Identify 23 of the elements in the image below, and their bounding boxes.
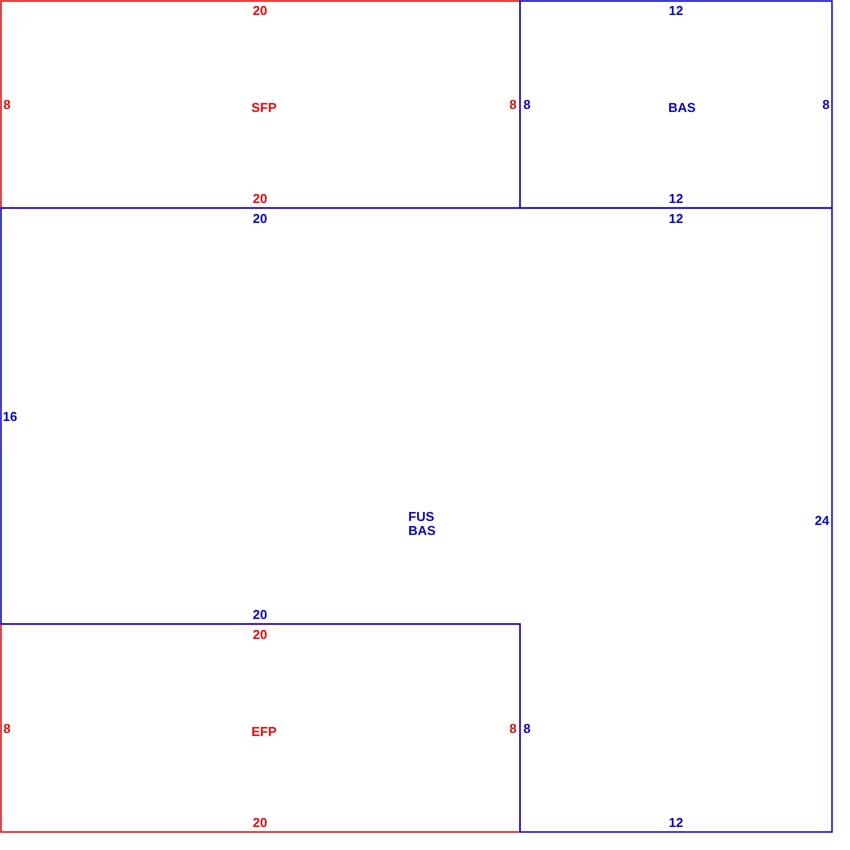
region-text: 20 <box>252 628 268 642</box>
region-text: 12 <box>668 212 684 226</box>
region-text: 20 <box>252 212 268 226</box>
region-text: 12 <box>668 816 684 830</box>
region-text: 8 <box>509 722 517 736</box>
region-text: BAS <box>668 101 696 115</box>
region-text: 20 <box>252 4 268 18</box>
region-text: SFP <box>251 101 277 115</box>
region-text: 8 <box>3 722 11 736</box>
region-text: 8 <box>509 98 517 112</box>
region-text: EFP <box>251 725 277 739</box>
region-text: 12 <box>668 192 684 206</box>
region-text: 16 <box>2 410 18 424</box>
region-text: 8 <box>3 98 11 112</box>
region-text: 8 <box>822 98 830 112</box>
region-text: 12 <box>668 4 684 18</box>
region-text: FUS BAS <box>408 510 436 538</box>
region-text: 20 <box>252 816 268 830</box>
region-text: 20 <box>252 608 268 622</box>
region-text: 8 <box>523 722 531 736</box>
region-text: 24 <box>814 514 830 528</box>
region-text: 8 <box>523 98 531 112</box>
region-text: 20 <box>252 192 268 206</box>
